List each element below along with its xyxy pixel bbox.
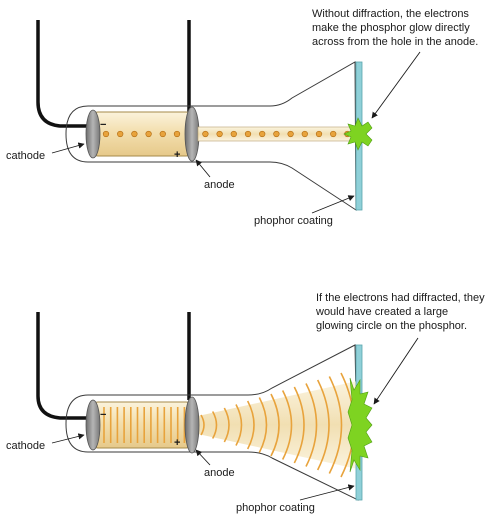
bottom-diffraction-cone (198, 380, 362, 470)
wavefront-arc (293, 386, 305, 464)
bottom-annotation-pointer (373, 337, 419, 405)
bottom-plus-sign: + (174, 437, 180, 449)
top-coating-pointer (311, 195, 355, 214)
electron-dot (230, 130, 237, 138)
wavefront-arc (211, 411, 218, 439)
bottom-minus-sign: − (100, 409, 106, 421)
bottom-annotation-line-1: If the electrons had diffracted, they (316, 292, 485, 304)
bottom-wavefront-arcs (200, 372, 355, 478)
wavefront-arc (235, 404, 243, 446)
electron-dot (216, 130, 223, 138)
electron-dot (259, 130, 266, 138)
electron-dot (330, 130, 337, 138)
top-cathode-disc (85, 109, 101, 159)
top-glow-spot (343, 117, 373, 151)
wavefront-arc (305, 383, 318, 467)
wavefront-arc (258, 397, 268, 453)
electron-dot (131, 130, 138, 138)
electron-dot (202, 130, 209, 138)
electron-dot (287, 130, 294, 138)
bottom-annotation-line-3: glowing circle on the phosphor. (316, 320, 467, 332)
bottom-anode-disc (184, 396, 200, 454)
bottom-cathode-wire (36, 312, 90, 420)
electron-dot (173, 130, 181, 138)
wavefront-arc (316, 379, 330, 471)
top-annotation-line-3: across from the hole in the anode. (312, 36, 478, 48)
top-cathode-pointer (51, 142, 85, 154)
bottom-cathode-disc (85, 399, 101, 451)
top-cathode-wire (36, 20, 90, 128)
bottom-anode-pointer (195, 449, 211, 466)
wavefront-arc (270, 393, 280, 457)
top-plus-sign: + (174, 149, 180, 161)
top-electron-dots (102, 130, 351, 138)
wavefront-arc (281, 390, 293, 460)
top-anode-disc (184, 106, 200, 162)
top-glass-envelope (65, 61, 357, 211)
top-tube-diagram: − + cathode anode phophor coating Withou… (6, 8, 478, 227)
wavefront-arc (246, 400, 255, 450)
electron-dot (102, 130, 110, 138)
bottom-anode-label: anode (204, 467, 235, 479)
wavefront-arc (223, 407, 230, 443)
bottom-annotation: If the electrons had diffracted, they wo… (315, 292, 485, 332)
wavefront-arc (200, 414, 205, 436)
bottom-wave-fringes (103, 407, 186, 443)
top-minus-sign: − (100, 119, 106, 131)
electron-dot (301, 130, 308, 138)
top-annotation-pointer (371, 51, 421, 119)
bottom-cathode-label: cathode (6, 440, 45, 452)
top-anode-pointer (195, 159, 211, 178)
top-cathode-label: cathode (6, 150, 45, 162)
top-annotation-line-2: make the phosphor glow directly (312, 22, 470, 34)
top-anode-label: anode (204, 179, 235, 191)
electron-dot (244, 130, 252, 138)
electron-dot (273, 130, 280, 138)
bottom-cathode-pointer (51, 433, 85, 444)
top-annotation-line-1: Without diffraction, the electrons (312, 8, 469, 20)
bottom-glow-circle (347, 377, 373, 473)
electron-dot (159, 130, 166, 138)
electron-dot (145, 130, 152, 138)
bottom-tube-diagram: − + cathode anode phophor coating If the… (6, 292, 485, 514)
top-coating-label: phophor coating (254, 215, 333, 227)
wavefront-arc (328, 376, 343, 474)
bottom-coating-pointer (299, 484, 355, 501)
bottom-coating-label: phophor coating (236, 502, 315, 514)
bottom-glass-envelope (65, 344, 359, 501)
top-annotation: Without diffraction, the electrons make … (312, 8, 478, 48)
bottom-annotation-line-2: would have created a large (315, 306, 448, 318)
electron-dot (315, 130, 323, 138)
electron-dot (117, 130, 124, 138)
